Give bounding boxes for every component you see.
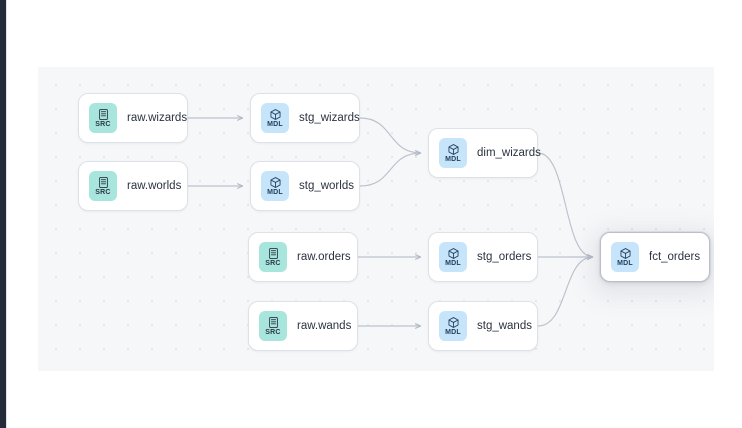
graph-edge-dim_wizards-to-fct_orders: [537, 152, 594, 260]
cube-icon: [270, 108, 280, 120]
badge-label: MDL: [445, 328, 461, 336]
node-label: stg_wands: [477, 320, 532, 332]
badge-label: SRC: [265, 259, 281, 267]
graph-node-raw_wands[interactable]: SRC raw.wands: [248, 301, 358, 351]
node-type-badge-mdl: MDL: [261, 103, 289, 133]
node-label: dim_wizards: [477, 147, 541, 159]
node-label: raw.orders: [297, 251, 351, 263]
node-label: stg_wizards: [299, 112, 360, 124]
database-icon: [268, 316, 278, 328]
node-label: stg_worlds: [299, 180, 354, 192]
rail-divider: [6, 0, 7, 428]
badge-label: SRC: [95, 120, 111, 128]
graph-node-stg_orders[interactable]: MDL stg_orders: [428, 232, 538, 282]
badge-label: SRC: [95, 188, 111, 196]
node-type-badge-src: SRC: [259, 311, 287, 341]
badge-label: MDL: [267, 188, 283, 196]
database-icon: [268, 247, 278, 259]
node-type-badge-src: SRC: [89, 171, 117, 201]
graph-node-dim_wizards[interactable]: MDL dim_wizards: [428, 128, 541, 178]
graph-edge-stg_wizards-to-dim_wizards: [359, 117, 422, 156]
node-label: raw.wizards: [127, 112, 188, 124]
cube-icon: [448, 143, 458, 155]
node-label: stg_orders: [477, 251, 532, 263]
badge-label: MDL: [267, 120, 283, 128]
node-type-badge-mdl: MDL: [439, 242, 467, 272]
database-icon: [98, 108, 108, 120]
graph-edge-stg_worlds-to-dim_wizards: [359, 150, 422, 187]
badge-label: MDL: [617, 259, 633, 267]
cube-icon: [448, 316, 458, 328]
badge-label: SRC: [265, 328, 281, 336]
database-icon: [98, 176, 108, 188]
node-type-badge-mdl: MDL: [439, 138, 467, 168]
node-type-badge-src: SRC: [259, 242, 287, 272]
node-type-badge-mdl: MDL: [611, 242, 639, 272]
cube-icon: [620, 247, 630, 259]
graph-node-fct_orders[interactable]: MDL fct_orders: [600, 232, 710, 282]
node-label: raw.worlds: [127, 180, 182, 192]
graph-node-stg_worlds[interactable]: MDL stg_worlds: [250, 161, 360, 211]
node-type-badge-src: SRC: [89, 103, 117, 133]
edges-layer: [187, 115, 594, 329]
graph-node-raw_orders[interactable]: SRC raw.orders: [248, 232, 358, 282]
graph-node-stg_wands[interactable]: MDL stg_wands: [428, 301, 538, 351]
graph-node-raw_wizards[interactable]: SRC raw.wizards: [78, 93, 188, 143]
graph-node-raw_worlds[interactable]: SRC raw.worlds: [78, 161, 188, 211]
graph-node-stg_wizards[interactable]: MDL stg_wizards: [250, 93, 360, 143]
node-label: raw.wands: [297, 320, 352, 332]
node-label: fct_orders: [649, 251, 701, 263]
graph-edge-stg_wands-to-fct_orders: [537, 254, 594, 327]
cube-icon: [270, 176, 280, 188]
node-type-badge-mdl: MDL: [261, 171, 289, 201]
cube-icon: [448, 247, 458, 259]
badge-label: MDL: [445, 259, 461, 267]
node-type-badge-mdl: MDL: [439, 311, 467, 341]
left-rail: [0, 0, 6, 428]
badge-label: MDL: [445, 155, 461, 163]
